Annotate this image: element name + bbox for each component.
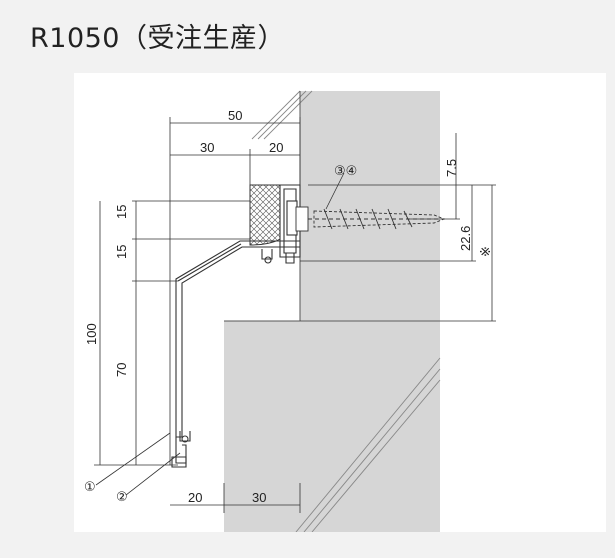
callout-part-2: ② — [116, 489, 128, 504]
dim-left-upper-15: 15 — [114, 205, 129, 219]
wall-body — [224, 91, 440, 532]
dim-top-left: 30 — [200, 140, 214, 155]
callout-labels: ③④ ① ② — [84, 163, 357, 504]
dim-top-overall: 50 — [228, 108, 242, 123]
dim-left-70: 70 — [114, 363, 129, 377]
page-title: R1050（受注生産） — [30, 23, 285, 54]
dim-right-mark: ※ — [478, 246, 493, 257]
dim-left-overall: 100 — [84, 323, 99, 345]
leader-lines — [95, 172, 345, 496]
dimension-labels: 50 30 20 15 15 100 70 7.5 22.6 ※ 20 30 — [84, 108, 493, 505]
wall-hatching — [251, 90, 441, 532]
dimension-lines — [94, 117, 496, 513]
callout-part-3-4: ③④ — [334, 163, 357, 178]
dim-right-22-6: 22.6 — [458, 226, 473, 251]
insulation-block — [249, 184, 281, 246]
dim-bottom-right: 30 — [252, 490, 266, 505]
dim-top-right: 20 — [269, 140, 283, 155]
dim-left-lower-15: 15 — [114, 245, 129, 259]
drawing-panel: 50 30 20 15 15 100 70 7.5 22.6 ※ 20 30 ③… — [74, 73, 606, 532]
dim-bottom-left: 20 — [188, 490, 202, 505]
dim-right-7-5: 7.5 — [444, 159, 459, 177]
wall-gap — [250, 91, 300, 185]
trim-profile — [171, 184, 301, 468]
callout-part-1: ① — [84, 479, 96, 494]
section-drawing: 50 30 20 15 15 100 70 7.5 22.6 ※ 20 30 ③… — [84, 90, 496, 532]
